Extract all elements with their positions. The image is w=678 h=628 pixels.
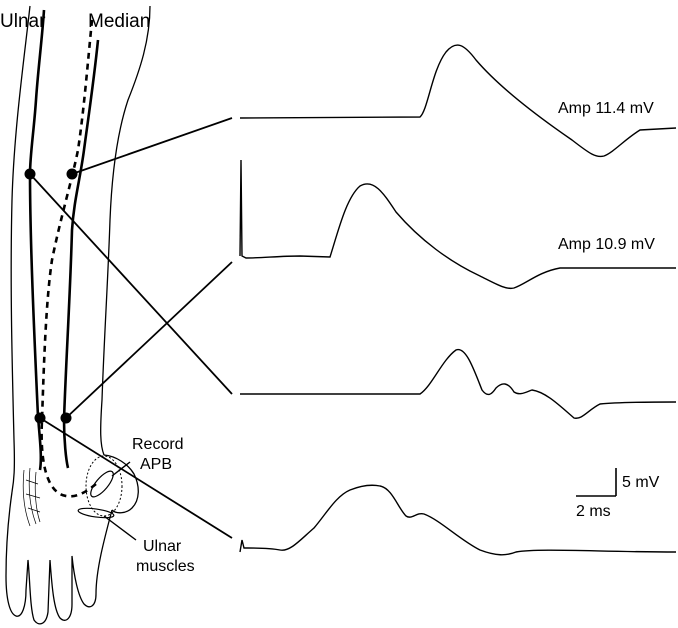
connector-ulnar-elbow: [30, 174, 232, 394]
connector-median-wrist: [66, 262, 232, 418]
ulnar-muscles-label-line2: muscles: [136, 558, 195, 575]
arm-outline: [6, 6, 150, 624]
pointer-ulnar-muscles: [104, 516, 136, 540]
forearm-right-contour: [101, 6, 150, 455]
hand-outline: [6, 492, 112, 624]
wrist-muscle-sketch: [23, 468, 40, 526]
median-nerve-label: Median: [88, 11, 150, 32]
trace-ulnar-elbow: [240, 350, 676, 419]
trace-1-amplitude: Amp 11.4 mV: [558, 100, 654, 117]
ulnar-nerve-label: Ulnar: [0, 11, 46, 32]
connector-lines: [30, 118, 232, 538]
trace-median-wrist: [240, 160, 676, 288]
ulnar-muscle-electrode: [78, 507, 115, 520]
scale-bar: [576, 468, 616, 496]
trace-2-amplitude: Amp 10.9 mV: [558, 236, 655, 253]
ulnar-muscles-label-line1: Ulnar: [143, 538, 182, 555]
forearm-left-contour: [11, 6, 30, 492]
record-label: Record: [132, 436, 184, 453]
connector-median-elbow: [72, 118, 232, 174]
apb-electrode: [87, 468, 117, 500]
traces: [240, 45, 676, 555]
apb-label: APB: [140, 456, 172, 473]
scale-time-label: 2 ms: [576, 503, 611, 520]
scale-voltage-label: 5 mV: [622, 474, 660, 491]
